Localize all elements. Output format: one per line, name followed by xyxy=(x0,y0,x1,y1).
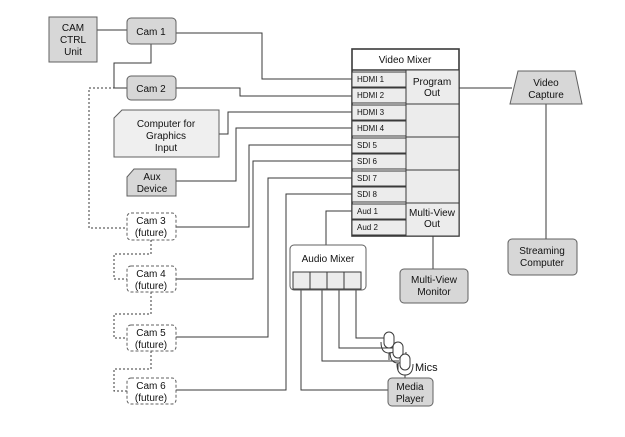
cam4-label-line1: Cam 4 xyxy=(136,269,166,280)
computer-graphics-label-line2: Graphics xyxy=(146,131,186,142)
computer-graphics-box: Computer for Graphics Input xyxy=(113,109,220,158)
port-sdi5-label: SDI 5 xyxy=(357,141,378,150)
cam-ctrl-unit-label-line3: Unit xyxy=(64,47,82,58)
streaming-computer-box: Streaming Computer xyxy=(507,238,578,276)
port-hdmi1-label: HDMI 1 xyxy=(357,75,385,84)
aux-device-box: Aux Device xyxy=(126,168,177,197)
media-player-box: Media Player xyxy=(387,377,434,407)
connection-wires xyxy=(88,29,547,392)
cam-ctrl-unit-label-line2: CTRL xyxy=(60,35,87,46)
video-capture-box: Video Capture xyxy=(509,70,583,105)
port-sdi8-label: SDI 8 xyxy=(357,190,378,199)
cam2-box: Cam 2 xyxy=(126,75,177,101)
program-out-label-line2: Out xyxy=(424,88,440,99)
program-out-label-line1: Program xyxy=(413,77,451,88)
port-hdmi3-label: HDMI 3 xyxy=(357,108,385,117)
cam5-label-line2: (future) xyxy=(135,340,167,351)
multiview-monitor-box: Multi-View Monitor xyxy=(399,268,469,304)
cam-ctrl-unit-box: CAM CTRL Unit xyxy=(48,16,98,63)
media-player-label-line2: Player xyxy=(396,394,425,405)
sdi-78-section xyxy=(405,169,460,204)
cam3-label-line2: (future) xyxy=(135,228,167,239)
video-mixer-title: Video Mixer xyxy=(379,55,432,66)
sdi-56-section xyxy=(405,136,460,171)
audio-mixer-channel xyxy=(309,271,328,290)
video-capture-label-line2: Capture xyxy=(528,90,564,101)
cam1-box: Cam 1 xyxy=(126,17,177,45)
cam6-box: Cam 6 (future) xyxy=(126,377,177,405)
port-aud2-label: Aud 2 xyxy=(357,223,378,232)
video-mixer: Video Mixer Program Out Multi-View Out H… xyxy=(351,48,460,237)
cam3-label-line1: Cam 3 xyxy=(136,216,166,227)
computer-graphics-label-line3: Input xyxy=(155,143,177,154)
cam5-box: Cam 5 (future) xyxy=(126,324,177,352)
input-ports: HDMI 1 HDMI 2 HDMI 3 HDMI 4 SDI 5 SDI 6 … xyxy=(351,71,407,236)
audio-mixer-channel xyxy=(326,271,345,290)
port-aud1-label: Aud 1 xyxy=(357,207,378,216)
audio-mixer-channel xyxy=(343,271,362,290)
mic-icon xyxy=(396,353,414,381)
cam6-label-line2: (future) xyxy=(135,393,167,404)
port-hdmi4-label: HDMI 4 xyxy=(357,124,385,133)
audio-mixer: Audio Mixer xyxy=(289,244,367,291)
mics-label: Mics xyxy=(415,362,438,374)
cam1-label: Cam 1 xyxy=(136,27,166,38)
aux-device-label-line1: Aux xyxy=(143,172,160,183)
cam4-box: Cam 4 (future) xyxy=(126,265,177,293)
cam4-label-line2: (future) xyxy=(135,281,167,292)
multiview-monitor-label-line2: Monitor xyxy=(417,287,451,298)
cam5-label-line1: Cam 5 xyxy=(136,328,166,339)
port-sdi7-label: SDI 7 xyxy=(357,174,378,183)
audio-mixer-channel xyxy=(292,271,311,290)
streaming-computer-label-line2: Computer xyxy=(520,258,565,269)
multiview-monitor-label-line1: Multi-View xyxy=(411,275,458,286)
computer-graphics-label-line1: Computer for xyxy=(137,119,196,130)
streaming-computer-label-line1: Streaming xyxy=(519,246,565,257)
multiview-out-section xyxy=(405,202,460,237)
multiview-out-label-line1: Multi-View xyxy=(409,208,456,219)
port-sdi6-label: SDI 6 xyxy=(357,157,378,166)
hdmi-34-section xyxy=(405,103,460,138)
audio-mixer-title: Audio Mixer xyxy=(302,254,355,265)
aux-device-label-line2: Device xyxy=(137,184,168,195)
media-player-label-line1: Media xyxy=(396,382,424,393)
cam3-box: Cam 3 (future) xyxy=(126,212,177,241)
mics-group: Mics xyxy=(380,331,438,381)
video-capture-label-line1: Video xyxy=(533,78,559,89)
cam2-label: Cam 2 xyxy=(136,84,166,95)
port-hdmi2-label: HDMI 2 xyxy=(357,91,385,100)
cam6-label-line1: Cam 6 xyxy=(136,381,166,392)
cam-ctrl-unit-label-line1: CAM xyxy=(62,23,84,34)
multiview-out-label-line2: Out xyxy=(424,219,440,230)
